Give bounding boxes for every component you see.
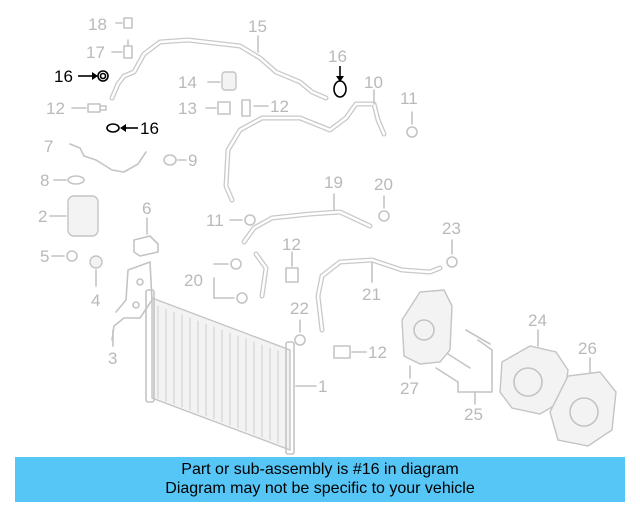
callout-12d: 12 xyxy=(368,343,387,362)
callout-18: 18 xyxy=(88,15,107,34)
callout-14: 14 xyxy=(178,73,197,92)
callout-21: 21 xyxy=(362,285,381,304)
callout-23: 23 xyxy=(442,219,461,238)
banner-line-1: Part or sub-assembly is #16 in diagram xyxy=(181,461,459,478)
callout-13: 13 xyxy=(178,99,197,118)
callout-4: 4 xyxy=(91,291,100,310)
callout-25: 25 xyxy=(464,405,483,424)
part-16-middle[interactable] xyxy=(106,123,138,133)
drier-components xyxy=(49,17,317,387)
pipe-15 xyxy=(109,35,329,101)
callout-27: 27 xyxy=(400,379,419,398)
middle-components xyxy=(205,71,458,359)
callout-6: 6 xyxy=(142,199,151,218)
callout-15: 15 xyxy=(248,17,267,36)
info-banner: Part or sub-assembly is #16 in diagram D… xyxy=(15,457,625,502)
callout-2: 2 xyxy=(38,207,47,226)
callout-16-top: 16 xyxy=(328,47,347,66)
pipe-19 xyxy=(241,193,373,245)
callout-24: 24 xyxy=(528,311,547,330)
pipe-21 xyxy=(253,251,443,333)
callout-20a: 20 xyxy=(184,271,203,290)
callout-8: 8 xyxy=(40,171,49,190)
callout-16-middle: 16 xyxy=(140,119,159,138)
callout-11b: 11 xyxy=(206,211,224,230)
callout-10: 10 xyxy=(364,73,383,92)
condenser xyxy=(145,289,295,455)
callout-7: 7 xyxy=(44,137,53,156)
callout-26: 26 xyxy=(578,339,597,358)
callout-20b: 20 xyxy=(374,175,393,194)
callout-19: 19 xyxy=(324,173,343,192)
callout-1: 1 xyxy=(318,377,327,396)
compressor-parts xyxy=(401,289,617,447)
callout-12c: 12 xyxy=(282,235,301,254)
bracket xyxy=(111,261,153,341)
pipe-10 xyxy=(223,89,387,203)
callout-22: 22 xyxy=(290,299,309,318)
callout-11a: 11 xyxy=(400,89,418,108)
callout-12a: 12 xyxy=(46,99,65,118)
callout-16-left: 16 xyxy=(54,67,73,86)
callout-5: 5 xyxy=(40,247,49,266)
callout-12b: 12 xyxy=(270,97,289,116)
part-16-top[interactable] xyxy=(333,66,347,98)
part-6-bracket xyxy=(133,235,159,257)
banner-line-2: Diagram may not be specific to your vehi… xyxy=(165,480,475,497)
callout-9: 9 xyxy=(188,151,197,170)
callout-3: 3 xyxy=(108,349,117,368)
part-16-left[interactable] xyxy=(78,70,109,82)
callout-17: 17 xyxy=(86,43,105,62)
